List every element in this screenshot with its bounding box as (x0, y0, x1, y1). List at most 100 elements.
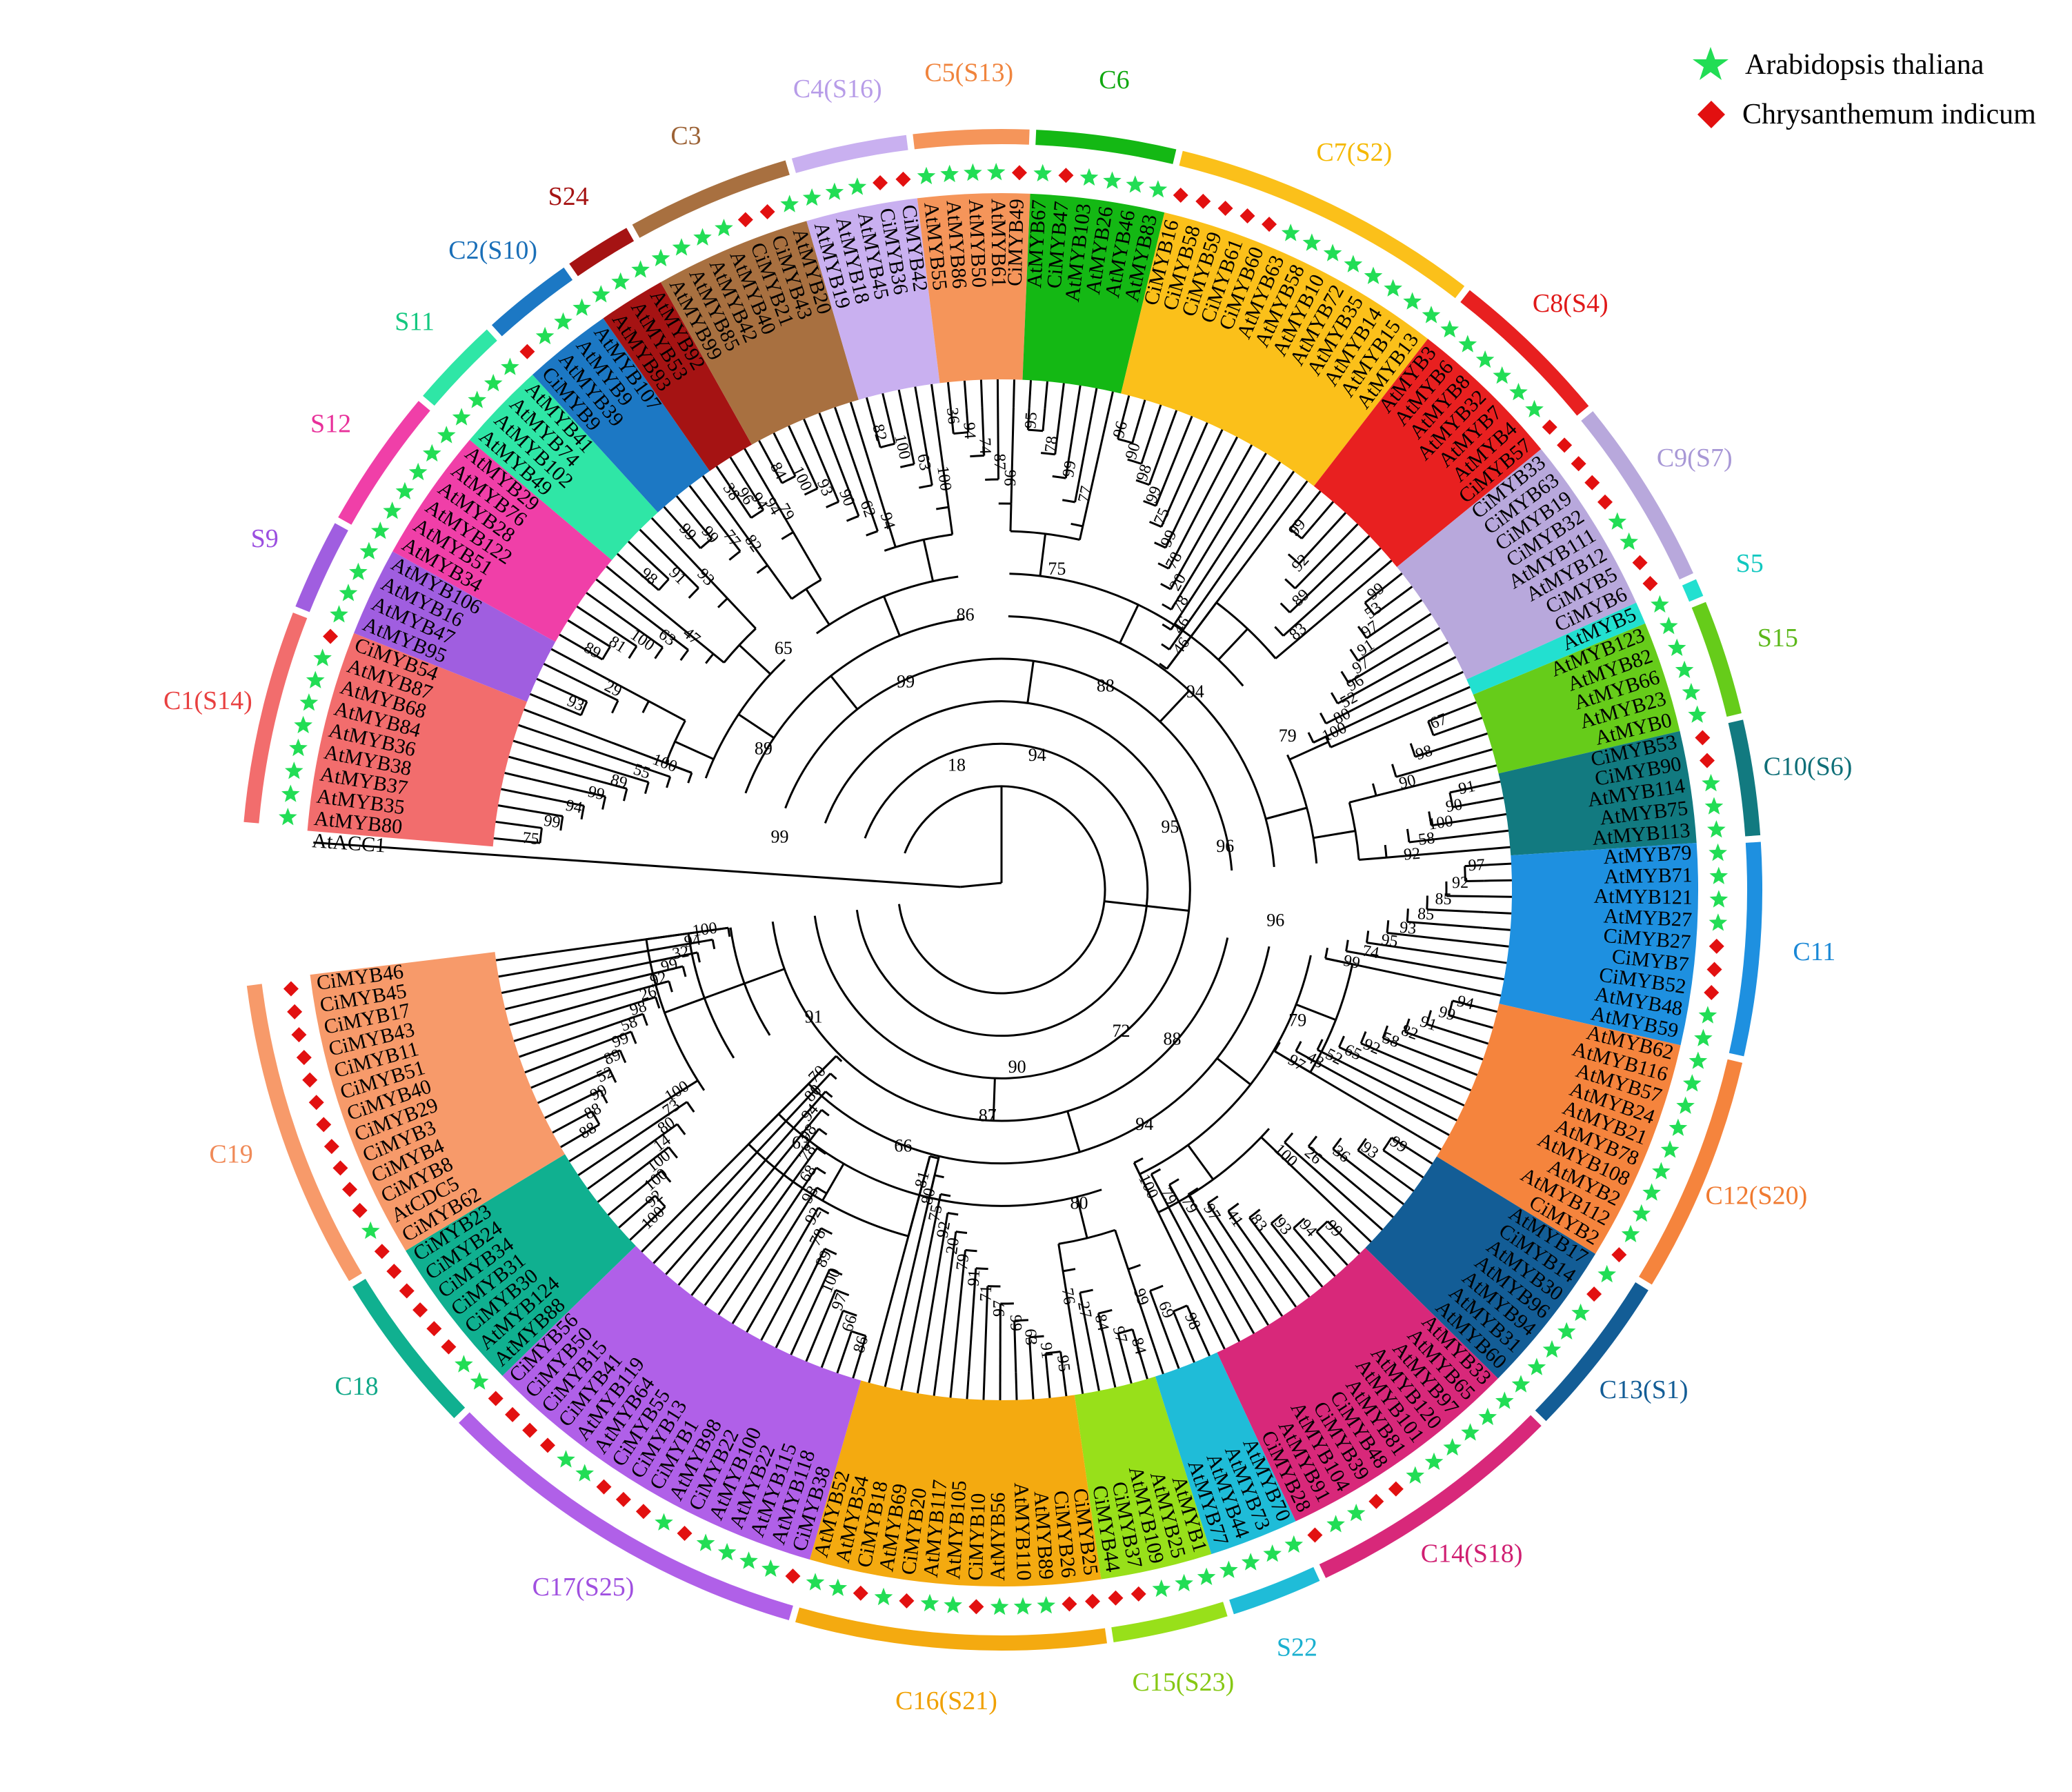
diamond-icon (1218, 201, 1233, 216)
star-icon (1326, 1515, 1345, 1532)
species-markers (279, 163, 1728, 1615)
diamond-icon (342, 1182, 357, 1197)
diamond-icon (1368, 1494, 1384, 1509)
diamond-icon (1557, 437, 1572, 452)
support-value: 78 (1042, 435, 1062, 454)
star-icon (1668, 639, 1686, 656)
backbone-support-value: 79 (1288, 1011, 1306, 1031)
support-value: 100 (1271, 1140, 1301, 1171)
clade-label: S11 (395, 307, 435, 336)
star-icon (715, 219, 733, 236)
clade-label: S22 (1277, 1633, 1317, 1662)
backbone-support-value: 88 (1097, 675, 1115, 695)
star-icon (1479, 1408, 1497, 1425)
star-icon (693, 228, 712, 246)
star-icon (1689, 1052, 1708, 1069)
star-icon (697, 1533, 715, 1551)
clade-arc (1036, 137, 1175, 157)
clade-label: S9 (251, 524, 279, 553)
diamond-icon (738, 212, 753, 227)
clade-label: C10(S6) (1764, 753, 1853, 781)
support-value: 58 (1417, 829, 1436, 849)
support-value: 97 (1358, 617, 1382, 641)
root-support-value: 18 (948, 755, 966, 775)
support-value: 93 (1357, 1138, 1382, 1162)
star-icon (1282, 223, 1300, 241)
support-value: 68 (796, 1162, 820, 1186)
star-icon (360, 542, 379, 559)
clade-label: C6 (1099, 66, 1129, 94)
support-value: 78 (1168, 592, 1193, 615)
support-value: 100 (627, 626, 657, 655)
support-value: 100 (890, 433, 913, 461)
diamond-icon (1173, 188, 1188, 203)
support-value: 79 (1157, 1185, 1180, 1208)
diamond-icon (1062, 1596, 1077, 1611)
support-value: 87 (990, 453, 1008, 470)
root-support-value: 72 (1113, 1021, 1130, 1041)
diamond-icon (895, 172, 910, 187)
diamond-icon (426, 1321, 441, 1336)
diamond-icon (323, 629, 338, 644)
support-value: 89 (1288, 586, 1313, 610)
star-icon (1344, 255, 1363, 272)
support-value: 94 (1296, 1216, 1320, 1240)
star-icon (1688, 706, 1706, 723)
support-value: 93 (1271, 1214, 1295, 1238)
star-icon (1682, 683, 1701, 700)
star-icon (921, 1594, 939, 1611)
clade-label: S12 (310, 410, 351, 439)
star-icon (655, 1513, 673, 1531)
clade-label: C2(S10) (448, 236, 537, 265)
diamond-icon (1695, 99, 1727, 130)
leaf-label: AtMYB50 (964, 199, 990, 288)
support-value: 20 (1166, 570, 1191, 594)
star-icon (1709, 913, 1728, 930)
star-icon (1422, 306, 1441, 323)
support-value: 97 (1468, 856, 1485, 875)
diamond-icon (412, 1302, 428, 1317)
star-icon (313, 648, 332, 666)
star-icon (484, 374, 503, 391)
support-value: 99 (1059, 459, 1080, 479)
leaf-label: AtMYB110 (1010, 1482, 1035, 1581)
star-icon (1324, 244, 1342, 261)
support-value: 99 (1006, 1315, 1025, 1332)
clade-arc (797, 1615, 1106, 1643)
diamond-icon (1597, 495, 1613, 510)
star-icon (468, 390, 486, 408)
star-icon (1683, 1074, 1702, 1091)
diamond-icon (309, 1095, 324, 1110)
star-icon (1014, 1597, 1033, 1615)
star-icon (1443, 1438, 1462, 1455)
star-icon (1493, 366, 1511, 384)
clade-label: C14(S18) (1421, 1539, 1523, 1568)
star-icon (289, 739, 308, 756)
star-icon (572, 299, 591, 316)
support-value: 79 (1177, 1193, 1202, 1217)
star-icon (1557, 1322, 1576, 1340)
star-icon (718, 1543, 737, 1560)
star-icon (536, 327, 555, 344)
support-value: 96 (1110, 419, 1131, 440)
support-value: 94 (564, 797, 584, 817)
support-value: 92 (1452, 874, 1468, 892)
star-icon (1597, 1265, 1616, 1282)
star-icon (1175, 1574, 1193, 1591)
star-icon (423, 444, 441, 461)
support-value: 95 (1380, 931, 1399, 951)
backbone-support-value: 96 (1266, 910, 1284, 930)
support-value: 99 (1342, 952, 1362, 973)
star-icon (306, 671, 325, 688)
support-value: 36 (943, 407, 962, 426)
star-icon (1694, 1029, 1713, 1046)
clade-label: C17(S25) (532, 1573, 635, 1602)
star-icon (1710, 867, 1729, 884)
support-value: 84 (766, 459, 790, 482)
legend-item-chrysanthemum: Chrysanthemum indicum (1695, 98, 2036, 131)
backbone-support-value: 80 (1070, 1193, 1088, 1213)
diamond-icon (760, 204, 775, 219)
support-value: 92 (1288, 551, 1313, 575)
backbone-support-value: 87 (979, 1105, 997, 1125)
star-icon (330, 605, 348, 622)
